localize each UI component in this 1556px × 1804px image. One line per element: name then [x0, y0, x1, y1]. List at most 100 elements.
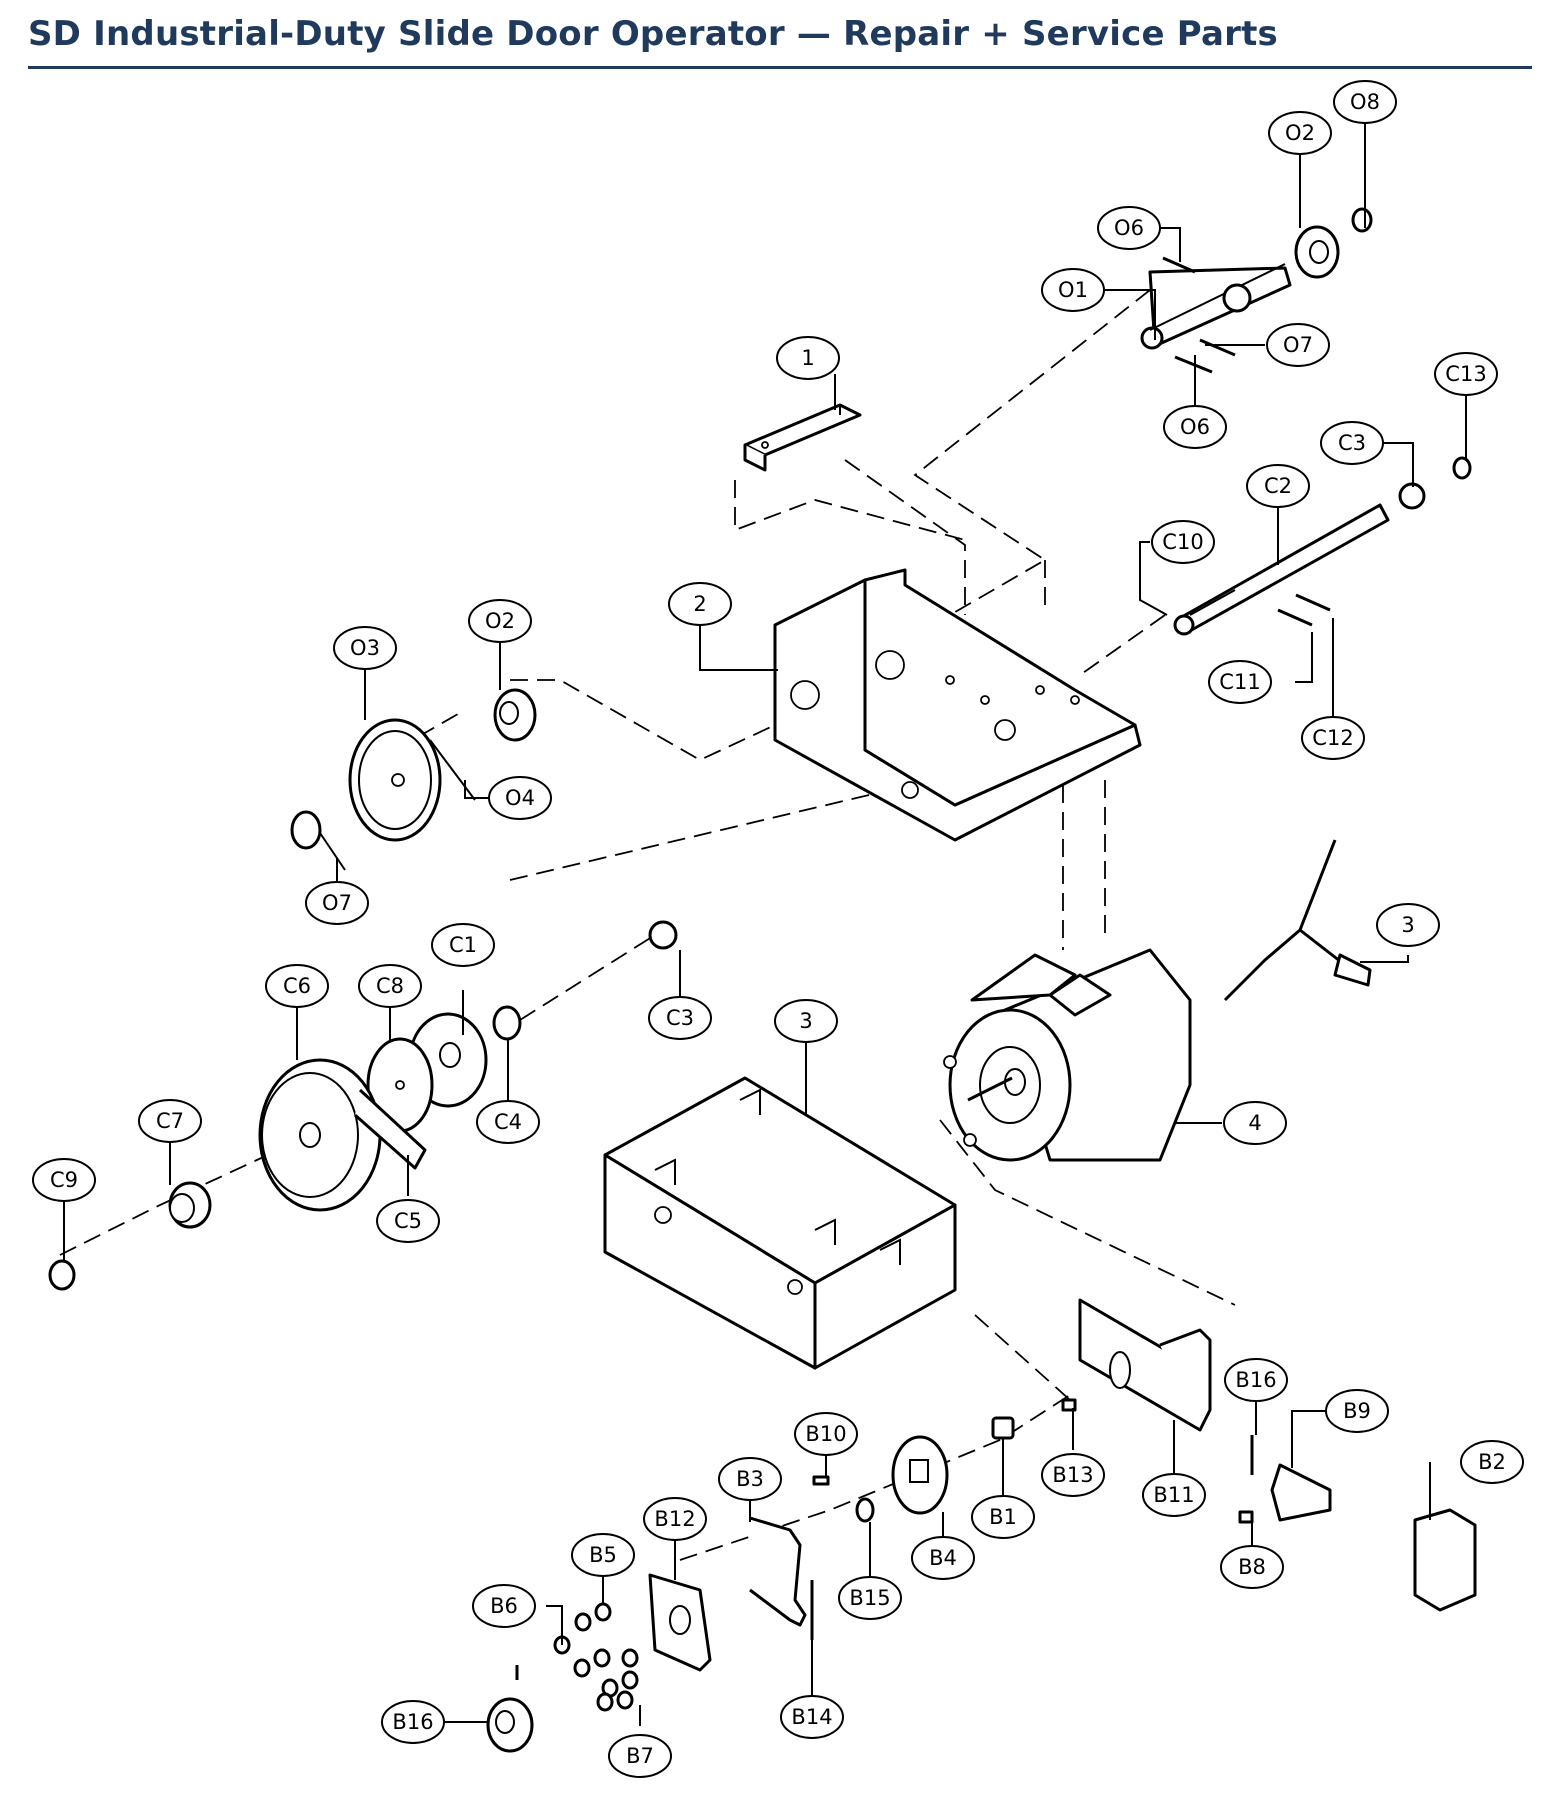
output-shaft-o1	[1140, 263, 1292, 350]
callout-o2-left[interactable]: O2	[468, 599, 532, 643]
pulley-b16-bottom	[486, 1665, 534, 1753]
callout-c2[interactable]: C2	[1246, 464, 1310, 508]
svg-text:C5: C5	[394, 1209, 422, 1233]
callout-c8[interactable]: C8	[358, 964, 422, 1008]
keys-c11-c12	[1277, 593, 1331, 627]
svg-text:O7: O7	[1283, 333, 1313, 357]
svg-text:C2: C2	[1264, 474, 1292, 498]
callout-b9[interactable]: B9	[1325, 1389, 1389, 1433]
callout-b13[interactable]: B13	[1041, 1453, 1105, 1497]
callout-c3-top[interactable]: C3	[1320, 421, 1384, 465]
svg-text:B9: B9	[1343, 1399, 1371, 1423]
svg-text:O6: O6	[1114, 216, 1144, 240]
spring-c7	[168, 1181, 212, 1229]
callout-1[interactable]: 1	[776, 336, 840, 380]
callout-o7-top[interactable]: O7	[1266, 323, 1330, 367]
callout-c9[interactable]: C9	[32, 1158, 96, 1202]
bracket-part-1	[743, 403, 862, 472]
svg-text:C6: C6	[283, 974, 311, 998]
washer-b15	[855, 1497, 875, 1523]
svg-text:B11: B11	[1153, 1483, 1194, 1507]
svg-text:C3: C3	[666, 1006, 694, 1030]
svg-text:C8: C8	[376, 974, 404, 998]
assembly-lines	[59, 289, 1236, 1561]
svg-text:B16: B16	[1235, 1368, 1276, 1392]
wire-harness-part-3	[1223, 839, 1372, 1002]
svg-text:C3: C3	[1338, 431, 1366, 455]
callout-o2-top[interactable]: O2	[1268, 111, 1332, 155]
callout-c13[interactable]: C13	[1434, 352, 1498, 396]
retaining-ring-c13	[1452, 456, 1472, 480]
svg-text:B13: B13	[1052, 1463, 1093, 1487]
nut-c9	[48, 1259, 76, 1291]
svg-text:B10: B10	[805, 1422, 846, 1446]
spacer-b8	[1238, 1510, 1254, 1524]
callout-c3-mid[interactable]: C3	[648, 996, 712, 1040]
svg-text:B1: B1	[989, 1505, 1017, 1529]
belt-c5	[354, 1088, 427, 1170]
plate-b11	[1078, 1298, 1212, 1432]
callout-c7[interactable]: C7	[138, 1099, 202, 1143]
callout-c5[interactable]: C5	[376, 1199, 440, 1243]
callout-b15[interactable]: B15	[838, 1576, 902, 1620]
svg-text:O7: O7	[322, 891, 352, 915]
callout-o1[interactable]: O1	[1041, 268, 1105, 312]
chain-o4	[317, 739, 476, 871]
screws-b5-b6-b7	[553, 1602, 639, 1712]
svg-text:B3: B3	[736, 1467, 764, 1491]
callout-b8[interactable]: B8	[1220, 1545, 1284, 1589]
callout-b12[interactable]: B12	[643, 1497, 707, 1541]
svg-text:O8: O8	[1350, 90, 1380, 114]
callout-o6-top[interactable]: O6	[1097, 206, 1161, 250]
callout-c4[interactable]: C4	[476, 1100, 540, 1144]
svg-text:C1: C1	[449, 933, 477, 957]
svg-text:O2: O2	[485, 609, 515, 633]
svg-text:O6: O6	[1180, 415, 1210, 439]
callout-c1[interactable]: C1	[431, 923, 495, 967]
callout-b11[interactable]: B11	[1142, 1473, 1206, 1517]
callout-b2[interactable]: B2	[1460, 1440, 1524, 1484]
callout-b5[interactable]: B5	[571, 1533, 635, 1577]
callout-2[interactable]: 2	[668, 582, 732, 626]
callout-b10[interactable]: B10	[794, 1412, 858, 1456]
callout-b14[interactable]: B14	[780, 1695, 844, 1739]
electrical-box-part-3	[603, 1076, 957, 1370]
callout-b6[interactable]: B6	[472, 1584, 536, 1628]
callout-b16-right[interactable]: B16	[1224, 1358, 1288, 1402]
callout-b4[interactable]: B4	[911, 1536, 975, 1580]
callout-b3[interactable]: B3	[718, 1457, 782, 1501]
callout-3-box[interactable]: 3	[774, 999, 838, 1043]
disc-b4	[891, 1435, 949, 1515]
callout-o8[interactable]: O8	[1333, 80, 1397, 124]
bearing-c3-top	[1398, 482, 1426, 510]
spacer-b13	[1061, 1398, 1077, 1412]
svg-text:C10: C10	[1162, 530, 1203, 554]
svg-text:C9: C9	[50, 1168, 78, 1192]
callout-b1[interactable]: B1	[971, 1495, 1035, 1539]
callout-b7[interactable]: B7	[608, 1734, 672, 1778]
svg-text:B16: B16	[392, 1710, 433, 1734]
callout-c6[interactable]: C6	[265, 964, 329, 1008]
input-shaft-c2	[1173, 503, 1390, 636]
callout-c12[interactable]: C12	[1301, 716, 1365, 760]
svg-text:O2: O2	[1285, 121, 1315, 145]
callout-o7-left[interactable]: O7	[305, 881, 369, 925]
title-rule	[28, 66, 1532, 69]
callout-b16-bottom[interactable]: B16	[381, 1700, 445, 1744]
svg-text:3: 3	[799, 1009, 812, 1033]
callout-c11[interactable]: C11	[1208, 660, 1272, 704]
keys-o6-o7-top	[1162, 256, 1236, 374]
callout-o3[interactable]: O3	[333, 626, 397, 670]
callout-o4[interactable]: O4	[488, 776, 552, 820]
plate-b12	[648, 1573, 712, 1672]
svg-text:C11: C11	[1219, 670, 1260, 694]
callout-4[interactable]: 4	[1223, 1101, 1287, 1145]
callout-c10[interactable]: C10	[1151, 520, 1215, 564]
motor-part-4	[943, 948, 1192, 1162]
svg-text:C12: C12	[1312, 726, 1353, 750]
callout-o6-bottom[interactable]: O6	[1163, 405, 1227, 449]
svg-text:B14: B14	[791, 1705, 832, 1729]
page-title: SD Industrial-Duty Slide Door Operator —…	[28, 14, 1278, 54]
collar-b1	[991, 1416, 1015, 1440]
callout-3-harness[interactable]: 3	[1376, 903, 1440, 947]
